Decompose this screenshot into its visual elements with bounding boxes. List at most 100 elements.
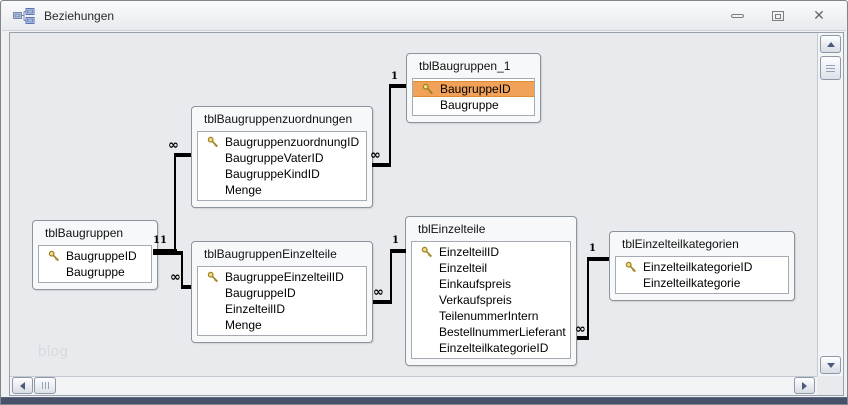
cardinality-one-label: 1 (160, 235, 167, 246)
bottom-border-bar (1, 397, 847, 404)
table-title[interactable]: tblBaugruppenEinzelteile (204, 247, 337, 261)
field-row-EinzelteilID[interactable]: EinzelteilID (198, 301, 366, 317)
scroll-down-button[interactable] (820, 356, 841, 374)
field-row-Menge[interactable]: Menge (198, 317, 366, 333)
field-row-Einzelteil[interactable]: Einzelteil (412, 260, 570, 276)
relationship-line-tblEinzelteile--tblBaugruppenEinzelteile[interactable] (390, 249, 406, 253)
relationship-line-tblBaugruppen_1--tblBaugruppenzuordnungen[interactable] (389, 84, 391, 167)
field-name: Menge (225, 318, 262, 332)
relationship-line-tblEinzelteile--tblBaugruppenEinzelteile[interactable] (390, 249, 392, 302)
cardinality-many-label: ∞ (370, 148, 381, 163)
table-title[interactable]: tblBaugruppen (45, 226, 124, 240)
window-controls: ✕ (724, 7, 832, 25)
window-title: Beziehungen (44, 8, 115, 23)
relationship-line-tblEinzelteilkategorien--tblEinzelteile[interactable] (577, 336, 589, 340)
field-row-Einkaufspreis[interactable]: Einkaufspreis (412, 276, 570, 292)
field-name: BaugruppenzuordnungID (225, 135, 360, 149)
cardinality-one-label: 1 (392, 235, 399, 246)
cardinality-one-label: 1 (589, 243, 596, 254)
field-row-Menge[interactable]: Menge (198, 182, 366, 198)
field-name: EinzelteilkategorieID (439, 341, 549, 355)
field-name: Einzelteilkategorie (643, 276, 741, 290)
right-arrow-icon (802, 381, 807, 390)
relationship-line-tblEinzelteilkategorien--tblEinzelteile[interactable] (587, 257, 589, 338)
field-name: Baugruppe (66, 265, 125, 279)
field-row-Baugruppe[interactable]: Baugruppe (413, 97, 534, 113)
primary-key-icon (625, 261, 643, 273)
field-row-BaugruppeKindID[interactable]: BaugruppeKindID (198, 166, 366, 182)
scroll-up-button[interactable] (820, 35, 841, 53)
close-icon: ✕ (813, 8, 825, 24)
field-row-TeilenummerIntern[interactable]: TeilenummerIntern (412, 308, 570, 324)
down-arrow-icon (826, 362, 835, 368)
field-name: BaugruppeVaterID (225, 151, 324, 165)
field-row-Baugruppe[interactable]: Baugruppe (39, 264, 151, 280)
vertical-scrollbar[interactable] (817, 33, 843, 376)
field-name: BaugruppeID (440, 82, 511, 96)
field-row-Verkaufspreis[interactable]: Verkaufspreis (412, 292, 570, 308)
field-name: EinzelteilkategorieID (643, 260, 753, 274)
field-row-BaugruppeID[interactable]: BaugruppeID (413, 81, 534, 97)
field-name: Menge (225, 183, 262, 197)
cardinality-many-label: ∞ (373, 285, 384, 300)
field-row-BaugruppeID[interactable]: BaugruppeID (39, 248, 151, 264)
cardinality-one-label: 1 (153, 235, 160, 246)
relationship-line-tblBaugruppen--tblBaugruppenEinzelteile[interactable] (181, 251, 183, 287)
relationships-icon (13, 7, 35, 24)
field-name: Einkaufspreis (439, 277, 512, 291)
relationship-line-tblBaugruppen--tblBaugruppenzuordnungen[interactable] (174, 153, 176, 251)
table-title[interactable]: tblEinzelteile (418, 222, 486, 236)
field-row-BaugruppeVaterID[interactable]: BaugruppeVaterID (198, 150, 366, 166)
field-name: BaugruppeKindID (225, 167, 320, 181)
horizontal-scroll-thumb[interactable] (34, 377, 56, 394)
cardinality-many-label: ∞ (168, 138, 179, 153)
scroll-left-button[interactable] (12, 377, 33, 394)
relationship-line-tblBaugruppen--tblBaugruppenEinzelteile[interactable] (181, 285, 191, 289)
vertical-scroll-thumb[interactable] (820, 56, 841, 80)
primary-key-icon (422, 83, 440, 95)
relationship-line-tblBaugruppen_1--tblBaugruppenzuordnungen[interactable] (372, 163, 391, 167)
cardinality-many-label: ∞ (170, 270, 181, 285)
relationship-line-tblBaugruppen_1--tblBaugruppenzuordnungen[interactable] (389, 84, 406, 88)
field-row-EinzelteilkategorieID[interactable]: EinzelteilkategorieID (616, 259, 788, 275)
field-row-EinzelteilID[interactable]: EinzelteilID (412, 244, 570, 260)
close-button[interactable]: ✕ (806, 7, 832, 25)
restore-button[interactable] (765, 7, 791, 25)
field-row-Einzelteilkategorie[interactable]: Einzelteilkategorie (616, 275, 788, 291)
primary-key-icon (207, 271, 225, 283)
field-list: EinzelteilkategorieID Einzelteilkategorie (615, 256, 789, 294)
table-title[interactable]: tblBaugruppen_1 (419, 59, 511, 73)
left-arrow-icon (20, 381, 25, 390)
field-row-EinzelteilkategorieID[interactable]: EinzelteilkategorieID (412, 340, 570, 356)
field-row-BestellnummerLieferant[interactable]: BestellnummerLieferant (412, 324, 570, 340)
relationship-line-tblBaugruppen--tblBaugruppenEinzelteile[interactable] (153, 251, 183, 255)
field-row-BaugruppeID[interactable]: BaugruppeID (198, 285, 366, 301)
relationship-line-tblEinzelteilkategorien--tblEinzelteile[interactable] (587, 257, 609, 261)
field-name: TeilenummerIntern (439, 309, 539, 323)
horizontal-scrollbar[interactable] (10, 376, 817, 395)
relationship-line-tblEinzelteile--tblBaugruppenEinzelteile[interactable] (373, 300, 392, 304)
scroll-right-button[interactable] (794, 377, 815, 394)
field-row-BaugruppenzuordnungID[interactable]: BaugruppenzuordnungID (198, 134, 366, 150)
watermark: blog (38, 343, 69, 360)
field-name: Baugruppe (440, 98, 499, 112)
title-bar: Beziehungen ✕ (2, 1, 846, 31)
minimize-button[interactable] (724, 7, 750, 25)
up-arrow-icon (826, 41, 835, 47)
field-list: BaugruppeID Baugruppe (412, 78, 535, 116)
table-title[interactable]: tblBaugruppenzuordnungen (204, 112, 353, 126)
field-row-BaugruppeEinzelteilID[interactable]: BaugruppeEinzelteilID (198, 269, 366, 285)
primary-key-icon (48, 250, 66, 262)
relationship-line-tblBaugruppen--tblBaugruppenzuordnungen[interactable] (174, 153, 191, 157)
table-title[interactable]: tblEinzelteilkategorien (622, 237, 739, 251)
